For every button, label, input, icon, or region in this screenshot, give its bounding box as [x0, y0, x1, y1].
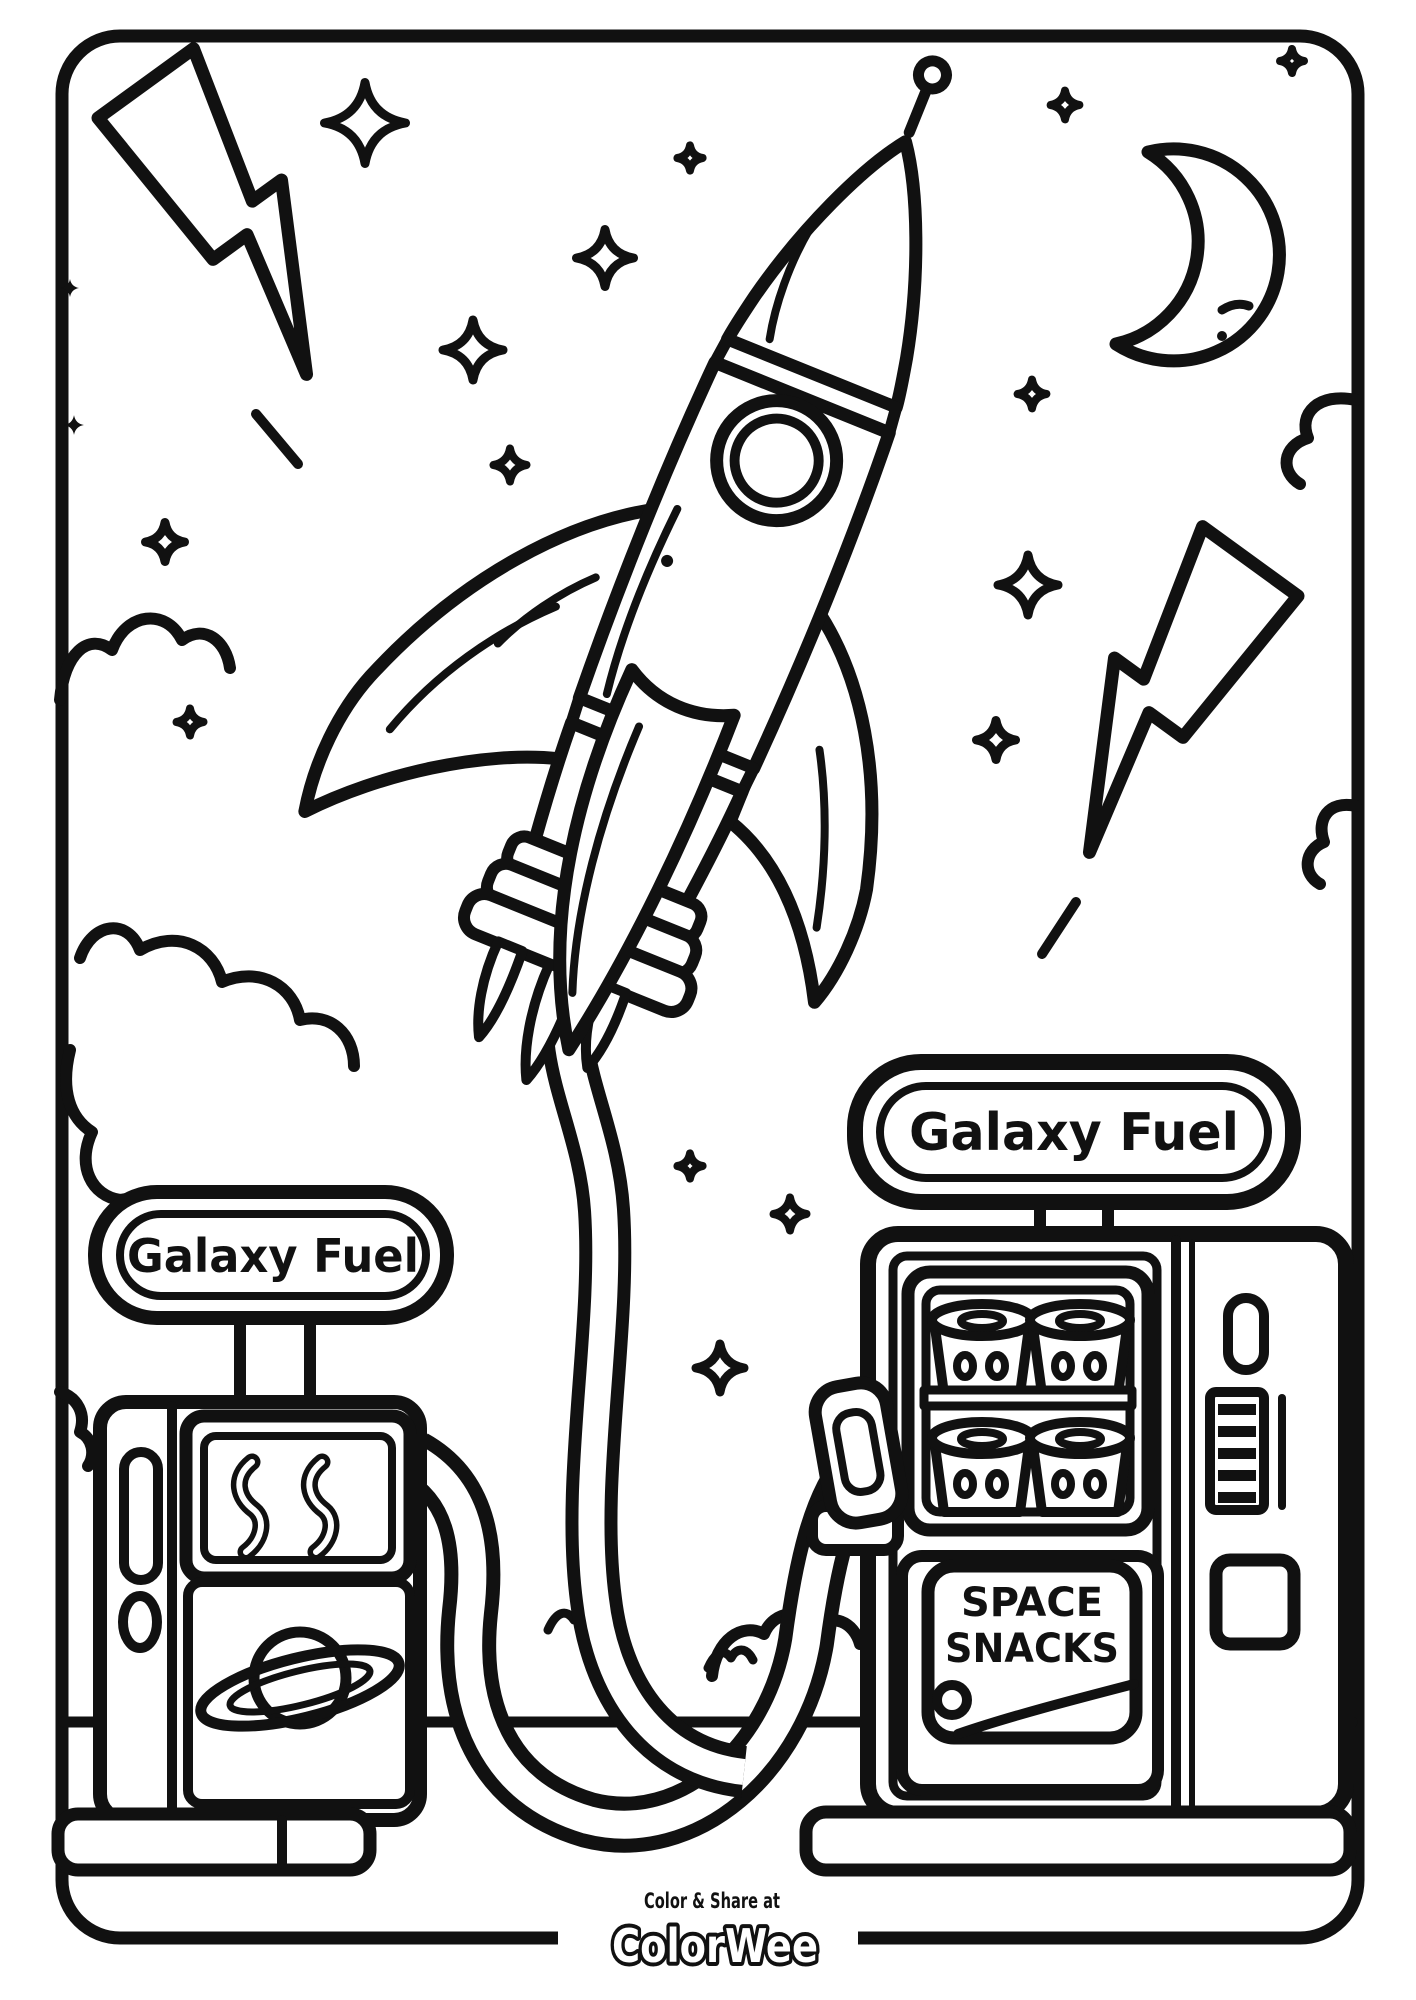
flame-icon-inner — [306, 1459, 334, 1555]
cloud-icon — [1280, 392, 1362, 490]
rocket-fin-left — [298, 502, 667, 818]
snack-sign-swoosh — [953, 1679, 1139, 1739]
star-icon — [774, 1198, 807, 1231]
coin-slot — [1223, 1293, 1269, 1375]
star-icon — [494, 449, 527, 482]
star-icon — [677, 1153, 702, 1178]
star-icon — [325, 83, 406, 164]
rocket — [298, 55, 952, 1086]
cloud-icon — [54, 1386, 99, 1472]
galaxy-fuel-sign-right-label: Galaxy Fuel — [909, 1103, 1239, 1163]
bird-icon — [703, 1645, 758, 1673]
snack-cup — [1025, 1299, 1135, 1399]
star-icon — [1280, 49, 1304, 73]
crescent-moon-icon — [1109, 142, 1286, 368]
star-icon — [577, 230, 634, 287]
dispenser-door — [1209, 1553, 1301, 1651]
pump-knob — [118, 1591, 162, 1653]
snack-cup — [927, 1417, 1037, 1517]
moon-detail-line — [1217, 299, 1254, 315]
rocket-hose-inner — [553, 981, 746, 1785]
stars — [61, 49, 1304, 1392]
galaxy-fuel-sign-right — [847, 1054, 1301, 1210]
exhaust-pipe — [473, 936, 528, 1043]
star-icon — [64, 415, 84, 435]
snack-sign-line1: SPACE — [961, 1580, 1103, 1626]
galaxy-fuel-sign-left — [88, 1185, 454, 1325]
moon-detail-dot — [1217, 331, 1227, 341]
fin-accent-line — [568, 722, 644, 997]
snack-cups — [919, 1299, 1137, 1517]
fuel-hose-inner — [406, 1445, 871, 1839]
antenna-ball — [912, 55, 952, 95]
lightning-speed-line — [1037, 897, 1081, 959]
card-reader-stripe — [1218, 1404, 1256, 1415]
sign-post — [234, 1310, 316, 1414]
pump-base — [51, 1807, 377, 1877]
saturn-ring-inner — [226, 1660, 374, 1716]
saturn-ring — [195, 1644, 405, 1732]
galaxy-fuel-sign-left-label: Galaxy Fuel — [127, 1229, 419, 1283]
fuel-pump-left: Galaxy Fuel — [51, 1185, 454, 1877]
star-icon — [977, 721, 1016, 760]
footer-tagline: Color & Share at — [644, 1889, 780, 1913]
sign-inner-border — [116, 1210, 430, 1300]
fin-accent-line — [812, 745, 829, 932]
cloud-icon — [74, 922, 360, 1072]
body-accent-dot — [661, 554, 674, 567]
shelf-board — [919, 1385, 1137, 1411]
snack-sign-border — [921, 1559, 1143, 1745]
star-icon — [1051, 91, 1080, 120]
star-icon — [998, 555, 1058, 615]
lightning-speed-line — [251, 409, 303, 469]
star-icon — [177, 709, 204, 736]
card-reader-stripe — [1218, 1426, 1256, 1437]
star-icon — [696, 1344, 744, 1392]
body-accent-line — [602, 504, 682, 699]
snack-sign-dot — [932, 1680, 972, 1720]
snack-sign-line2: SNACKS — [945, 1626, 1119, 1672]
pump-base — [799, 1805, 1357, 1877]
fin-accent-line — [493, 573, 600, 648]
lightning-bolt-icon — [91, 42, 314, 381]
card-reader-stripe — [1218, 1492, 1256, 1503]
card-reader-stripe — [1218, 1470, 1256, 1481]
snack-cup — [1025, 1417, 1135, 1517]
saturn-planet — [195, 1626, 405, 1732]
rocket-fin-right — [723, 601, 879, 1009]
fuel-pump-right: Galaxy Fuel — [799, 1054, 1357, 1877]
nozzle-handle — [808, 1376, 909, 1530]
screen-flames — [230, 1453, 340, 1561]
pump-screen — [179, 1409, 417, 1585]
footer-brand-logo: ColorWee — [612, 1919, 818, 1973]
side-panel-widgets — [1205, 1293, 1301, 1651]
rocket-fin-center — [553, 663, 741, 1057]
cloud-icon — [1301, 798, 1362, 890]
nozzle-handle-inner — [832, 1407, 885, 1496]
fuel-hose — [399, 978, 882, 1853]
star-icon — [1018, 380, 1047, 409]
star-icon — [677, 145, 702, 170]
lightning-bolts — [91, 42, 1305, 959]
pump-slot — [119, 1447, 163, 1585]
sign-inner-border — [876, 1082, 1272, 1182]
star-icon — [146, 523, 185, 562]
antenna-mast — [903, 84, 932, 138]
cloud-icon — [54, 612, 236, 706]
flame-icon-inner — [236, 1459, 264, 1555]
porthole-window-inner — [729, 413, 824, 508]
snack-cup — [927, 1299, 1037, 1399]
cone-accent-line — [765, 224, 815, 344]
lightning-bolt-icon — [1082, 520, 1305, 859]
card-reader-stripe — [1218, 1448, 1256, 1459]
footer-border-gap — [558, 1918, 858, 1960]
nozzle-holder — [806, 1376, 909, 1556]
star-icon — [443, 320, 503, 380]
pump-screen-inner — [200, 1432, 396, 1564]
pump-lower-panel — [183, 1577, 415, 1809]
star-icon — [61, 279, 79, 297]
crescent-moon — [1109, 142, 1286, 368]
